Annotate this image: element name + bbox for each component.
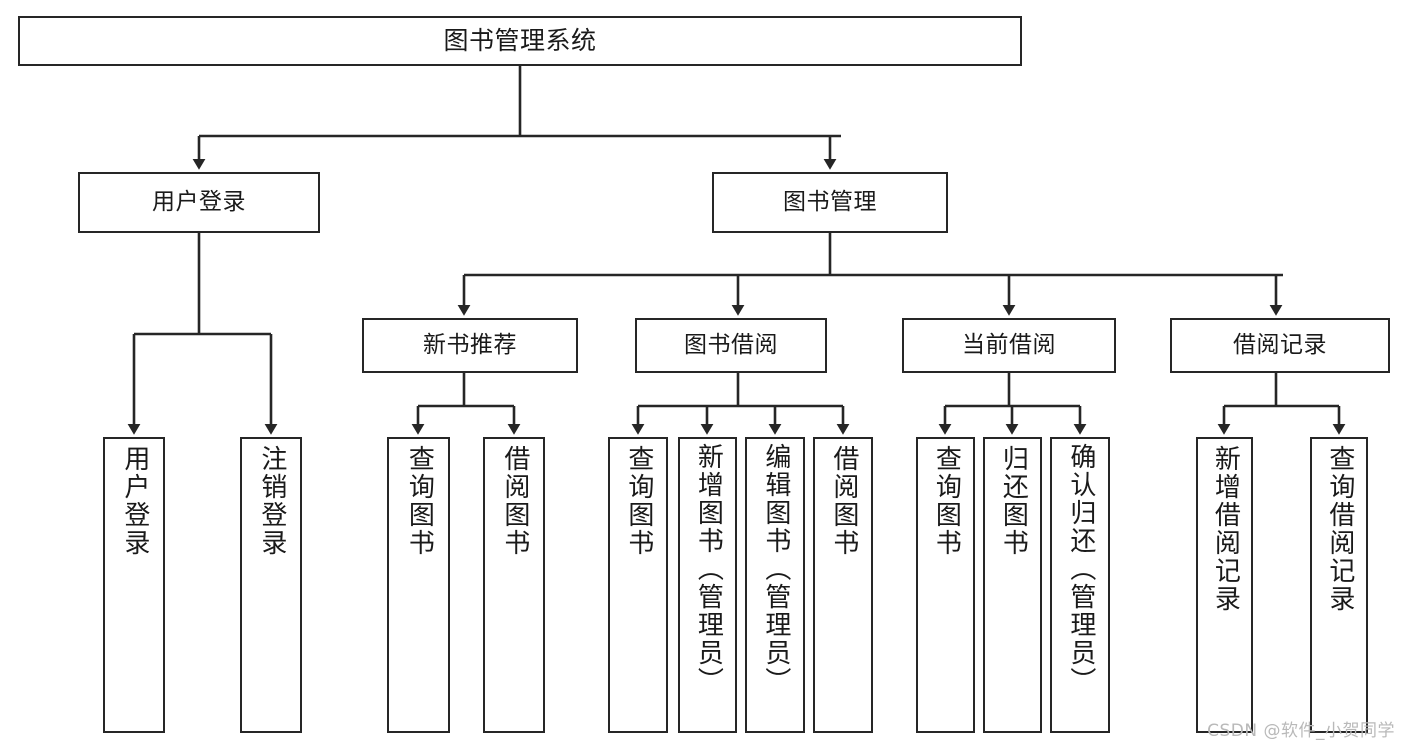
node-current-borrow[interactable]: 当前借阅 — [902, 318, 1116, 373]
node-label: 归还图书 — [998, 445, 1029, 557]
node-label: 用户登录 — [152, 188, 246, 215]
node-label: 图书管理系统 — [443, 26, 597, 56]
leaf-borrow-book[interactable]: 借阅图书 — [813, 437, 873, 733]
leaf-logout-login[interactable]: 注销登录 — [240, 437, 302, 733]
node-label: 查询图书 — [623, 445, 654, 557]
node-label: 查询图书 — [931, 445, 962, 557]
node-label: 新增借阅记录 — [1210, 445, 1241, 613]
node-label: 新增图书（管理员） — [693, 443, 724, 695]
node-label: 借阅图书 — [828, 445, 859, 557]
node-label: 用户登录 — [119, 445, 150, 557]
node-label: 注销登录 — [256, 445, 287, 557]
leaf-return-book[interactable]: 归还图书 — [983, 437, 1042, 733]
node-label: 查询图书 — [404, 445, 435, 557]
node-label: 借阅记录 — [1233, 331, 1327, 358]
leaf-confirm-return-admin[interactable]: 确认归还（管理员） — [1050, 437, 1110, 733]
node-book-manage[interactable]: 图书管理 — [712, 172, 948, 233]
leaf-add-book-admin[interactable]: 新增图书（管理员） — [678, 437, 737, 733]
leaf-user-login[interactable]: 用户登录 — [103, 437, 165, 733]
leaf-query-book-current[interactable]: 查询图书 — [916, 437, 975, 733]
leaf-edit-book-admin[interactable]: 编辑图书（管理员） — [745, 437, 805, 733]
node-label: 新书推荐 — [423, 331, 517, 358]
leaf-query-book-new[interactable]: 查询图书 — [387, 437, 450, 733]
node-new-book-recommend[interactable]: 新书推荐 — [362, 318, 578, 373]
node-label: 借阅图书 — [499, 445, 530, 557]
node-label: 图书管理 — [783, 188, 877, 215]
leaf-add-borrow-record[interactable]: 新增借阅记录 — [1196, 437, 1253, 733]
leaf-borrow-book-new[interactable]: 借阅图书 — [483, 437, 545, 733]
node-label: 图书借阅 — [684, 331, 778, 358]
node-label: 编辑图书（管理员） — [760, 443, 791, 695]
node-root-book-management-system[interactable]: 图书管理系统 — [18, 16, 1022, 66]
node-user-login[interactable]: 用户登录 — [78, 172, 320, 233]
node-borrow-record[interactable]: 借阅记录 — [1170, 318, 1390, 373]
leaf-query-book-borrow[interactable]: 查询图书 — [608, 437, 668, 733]
node-book-borrow[interactable]: 图书借阅 — [635, 318, 827, 373]
node-label: 查询借阅记录 — [1324, 445, 1355, 613]
node-label: 当前借阅 — [962, 331, 1056, 358]
node-label: 确认归还（管理员） — [1065, 443, 1096, 695]
leaf-query-borrow-record[interactable]: 查询借阅记录 — [1310, 437, 1368, 733]
